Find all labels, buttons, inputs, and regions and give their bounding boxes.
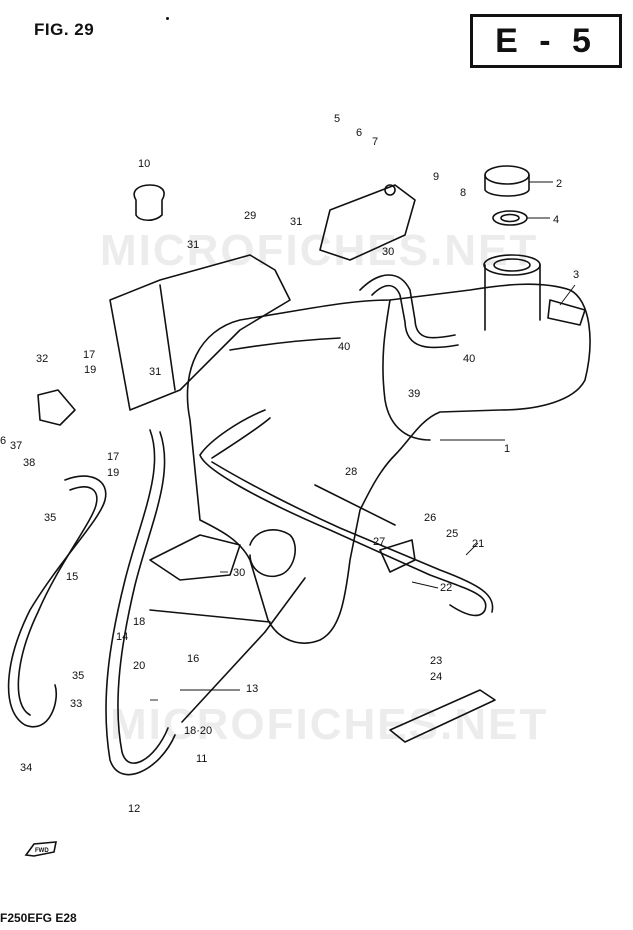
svg-text:32: 32 xyxy=(36,353,48,365)
svg-text:7: 7 xyxy=(372,136,378,148)
filler-neck xyxy=(484,264,541,331)
svg-text:19: 19 xyxy=(84,364,96,376)
svg-text:38: 38 xyxy=(23,457,35,469)
svg-text:16: 16 xyxy=(187,653,199,665)
svg-text:1: 1 xyxy=(504,443,510,455)
svg-text:30: 30 xyxy=(382,246,394,258)
svg-text:23: 23 xyxy=(430,655,442,667)
model-code: F250EFG E28 xyxy=(0,911,77,925)
svg-text:12: 12 xyxy=(128,803,140,815)
svg-text:31: 31 xyxy=(187,239,199,251)
svg-text:28: 28 xyxy=(345,466,357,478)
svg-text:29: 29 xyxy=(244,210,256,222)
svg-text:4: 4 xyxy=(553,214,559,226)
svg-text:2: 2 xyxy=(556,178,562,190)
svg-text:19: 19 xyxy=(107,467,119,479)
svg-text:35: 35 xyxy=(72,670,84,682)
svg-text:21: 21 xyxy=(472,538,484,550)
fwd-arrow-icon: FWD xyxy=(24,840,58,865)
svg-text:40: 40 xyxy=(338,341,350,353)
svg-text:10: 10 xyxy=(138,158,150,170)
svg-text:18: 18 xyxy=(133,616,145,628)
svg-text:35: 35 xyxy=(44,512,56,524)
watermark-top: MICROFICHES.NET xyxy=(100,226,539,275)
svg-text:11: 11 xyxy=(196,753,207,765)
svg-text:31: 31 xyxy=(149,366,161,378)
svg-text:17: 17 xyxy=(107,451,119,463)
svg-text:20: 20 xyxy=(133,660,145,672)
watermark-bottom: MICROFICHES.NET xyxy=(110,700,549,749)
svg-text:6: 6 xyxy=(356,127,362,139)
svg-text:5: 5 xyxy=(334,113,340,125)
svg-text:26: 26 xyxy=(424,512,436,524)
stray-dot xyxy=(166,17,169,20)
svg-text:34: 34 xyxy=(20,762,32,774)
svg-text:17: 17 xyxy=(83,349,95,361)
section-code-box: E - 5 xyxy=(470,14,622,68)
svg-text:24: 24 xyxy=(430,671,442,683)
svg-text:25: 25 xyxy=(446,528,458,540)
svg-text:31: 31 xyxy=(290,216,302,228)
svg-text:9: 9 xyxy=(433,171,439,183)
svg-text:37: 37 xyxy=(10,440,22,452)
svg-text:40: 40 xyxy=(463,353,475,365)
svg-text:3: 3 xyxy=(573,269,579,281)
svg-text:18·20: 18·20 xyxy=(184,725,212,737)
fwd-arrow-label: FWD xyxy=(35,848,49,854)
svg-text:15: 15 xyxy=(66,571,78,583)
svg-text:8: 8 xyxy=(460,187,466,199)
svg-text:14: 14 xyxy=(116,631,128,643)
svg-text:30: 30 xyxy=(233,567,245,579)
svg-text:6: 6 xyxy=(0,435,6,447)
svg-text:39: 39 xyxy=(408,388,420,400)
svg-text:22: 22 xyxy=(440,582,452,594)
fuel-tank xyxy=(186,283,591,644)
figure-label: FIG. 29 xyxy=(34,20,95,39)
svg-text:13: 13 xyxy=(246,683,258,695)
svg-text:33: 33 xyxy=(70,698,82,710)
svg-text:27: 27 xyxy=(373,536,385,548)
